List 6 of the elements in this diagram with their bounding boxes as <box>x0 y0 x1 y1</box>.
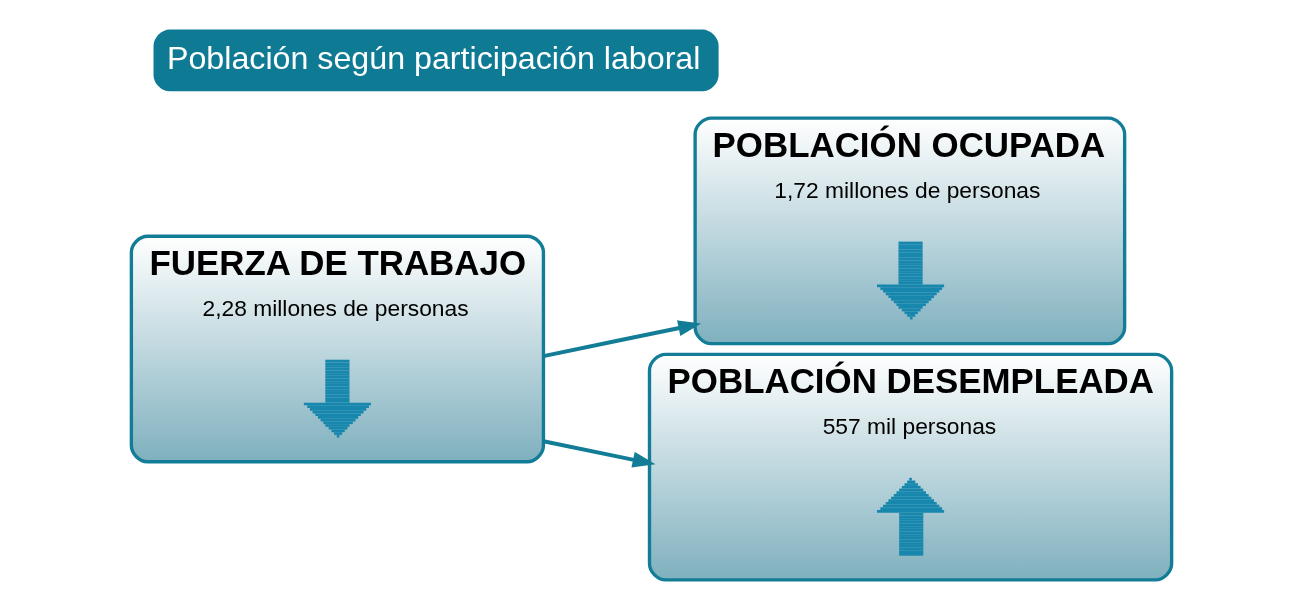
cluster: POBLACIÓN DESEMPLEADA 557 mil personas <box>647 352 1174 582</box>
arrow <box>543 439 656 468</box>
arrow <box>543 320 702 359</box>
cluster: POBLACIÓN OCUPADA 1,72 millones de personas <box>693 116 1127 346</box>
diagram-title: Población según participación laboral <box>166 39 701 76</box>
cluster: FUERZA DE TRABAJO 2,28 millones de personas <box>129 234 546 464</box>
